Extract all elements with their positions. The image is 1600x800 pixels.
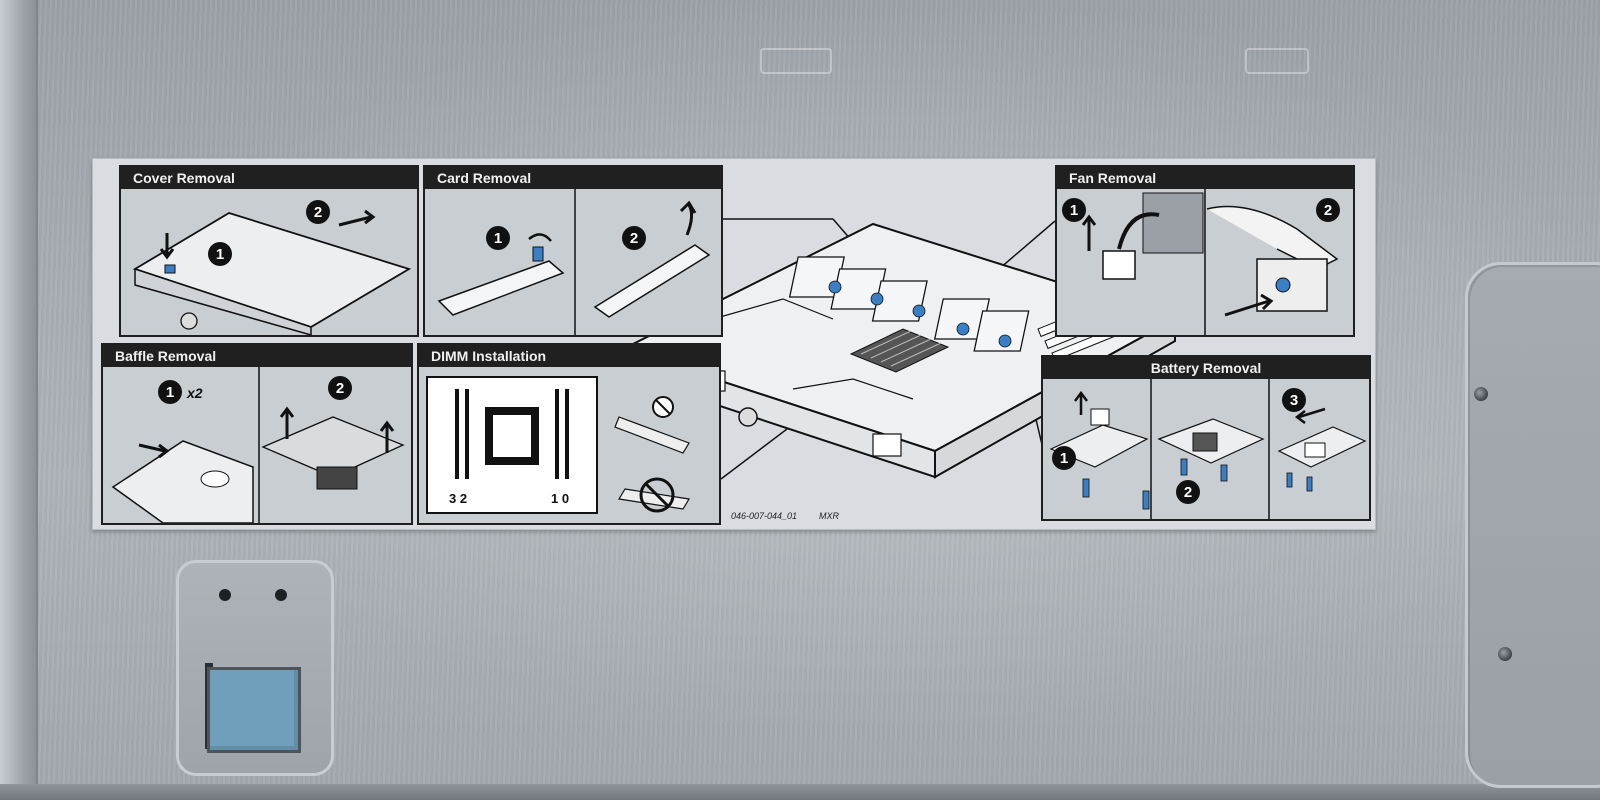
card-removal-title: Card Removal [425,167,721,189]
baffle-removal-panel: Baffle Removal 1 x2 2 [101,343,413,525]
svg-text:2: 2 [314,204,322,221]
tab-hole [275,589,287,601]
chassis-emboss-mark [1245,48,1309,74]
cover-removal-illustration [132,209,412,335]
fan-removal-panel: Fan Removal 1 2 [1055,165,1355,337]
dimm-installation-panel: DIMM Installation 3 2 1 0 [417,343,721,525]
card-removal-illustration [437,189,711,335]
svg-text:2: 2 [1184,484,1192,501]
chassis-front-edge [0,784,1600,800]
side-access-panel [1465,262,1600,788]
cover-removal-panel: Cover Removal 1 2 [119,165,419,337]
battery-removal-panel: Battery Removal 1 2 [1041,355,1371,521]
step-1-badge-icon: 1 [1052,446,1076,470]
cover-removal-title: Cover Removal [121,167,417,189]
svg-text:3: 3 [1290,392,1298,409]
step-2-badge-icon: 2 [306,200,330,224]
svg-text:1: 1 [1060,450,1068,467]
battery-removal-illustration [1049,379,1367,519]
screw-icon [1474,387,1488,401]
step-1-badge-icon: 1 [208,242,232,266]
step-2-badge-icon: 2 [622,226,646,250]
dimm-installation-illustration [426,376,690,514]
document-number: 046-007-044_01 [731,511,798,521]
step-2-badge-icon: 2 [328,376,352,400]
step-1-badge-icon: 1 [1062,198,1086,222]
svg-text:1: 1 [166,384,174,401]
manufacturer-mark: MXR [819,511,839,521]
svg-text:2: 2 [630,230,638,247]
cover-release-tab[interactable] [176,560,334,776]
tab-hole [219,589,231,601]
chassis-left-rail [0,0,38,800]
step-3-badge-icon: 3 [1282,388,1306,412]
svg-text:1: 1 [216,246,224,263]
svg-text:1: 1 [494,230,502,247]
step-2-badge-icon: 2 [1176,480,1200,504]
baffle-multiplier: x2 [187,385,203,401]
step-1-badge-icon: 1 [158,380,182,404]
chassis-emboss-mark [760,48,832,74]
baffle-removal-title: Baffle Removal [103,345,411,367]
battery-removal-title: Battery Removal [1043,357,1369,379]
fan-removal-illustration [1081,189,1339,335]
card-removal-panel: Card Removal 1 2 [423,165,723,337]
svg-text:1: 1 [1070,202,1078,219]
step-2-badge-icon: 2 [1316,198,1340,222]
baffle-removal-illustration [111,367,405,523]
svg-text:2: 2 [1324,202,1332,219]
dimm-slot-label-right: 1 0 [551,491,570,506]
fan-removal-title: Fan Removal [1057,167,1353,189]
svg-text:2: 2 [336,380,344,397]
step-1-badge-icon: 1 [486,226,510,250]
dimm-installation-title: DIMM Installation [419,345,719,367]
blue-release-pad[interactable] [207,667,301,753]
service-label: Cover Removal 1 2 Card Removal [92,158,1376,530]
screw-icon [1498,647,1512,661]
dimm-slot-label-left: 3 2 [449,491,468,506]
